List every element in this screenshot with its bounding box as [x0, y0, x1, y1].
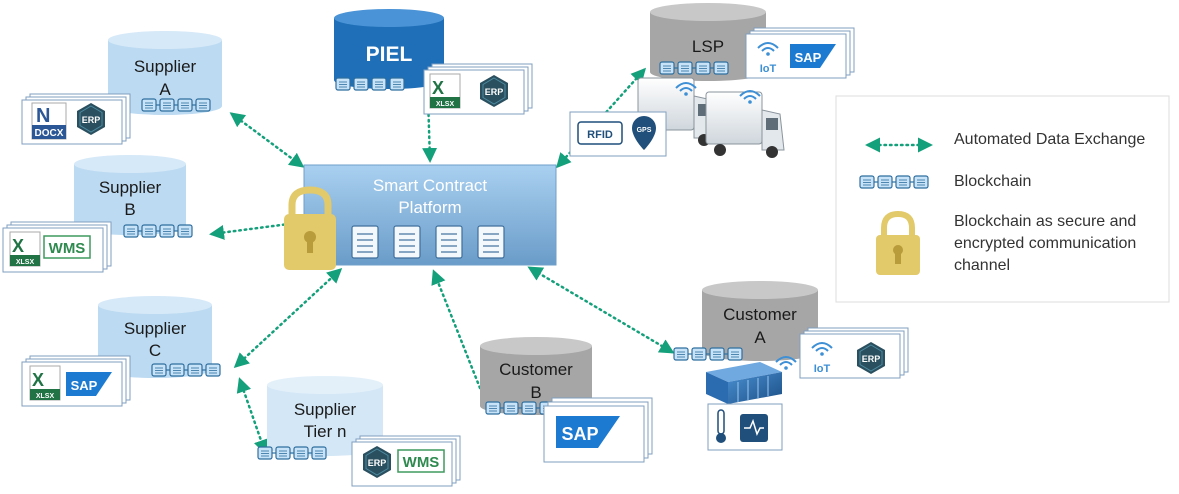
- xlsx-file-icon: X XLSX: [29, 365, 61, 401]
- xlsx-text: XLSX: [36, 393, 55, 400]
- erp-text: ERP: [368, 458, 387, 468]
- shipping-container-icon: [706, 356, 797, 404]
- node-lsp: LSP IoT SAP: [650, 3, 855, 81]
- legend-item-secure-channel: Blockchain as secure and encrypted commu…: [876, 210, 1136, 275]
- supplier-c-label-line1: Supplier: [124, 319, 187, 338]
- smart-contract-platform: Smart Contract Platform: [303, 164, 557, 266]
- sap-text: SAP: [561, 424, 598, 444]
- exchange-supplier-tier-n: [236, 377, 269, 455]
- exchange-supplier-a: [229, 112, 305, 168]
- rfid-text: RFID: [587, 129, 613, 141]
- customer-b-label-line2: B: [530, 383, 541, 402]
- contract-doc-icon: [351, 225, 379, 259]
- legend-item-data-exchange: Automated Data Exchange: [865, 131, 1145, 153]
- iot-icon: IoT: [757, 42, 779, 75]
- gps-text: GPS: [637, 127, 652, 134]
- wms-text: WMS: [49, 240, 86, 257]
- customer-b-label-line1: Customer: [499, 360, 573, 379]
- contract-doc-icon: [393, 225, 421, 259]
- xlsx-text: XLSX: [436, 101, 455, 108]
- lsp-label: LSP: [692, 37, 724, 56]
- wms-icon: WMS: [43, 235, 91, 259]
- legend-item-blockchain: Blockchain: [860, 173, 1031, 190]
- contract-doc-icon: [435, 225, 463, 259]
- node-customer-b: Customer B SAP: [480, 337, 653, 463]
- erp-icon: ERP: [479, 74, 509, 108]
- node-customer-a: Customer A IoT ERP: [674, 281, 909, 379]
- erp-icon: ERP: [76, 102, 106, 136]
- tracking-card: RFID GPS: [569, 111, 667, 157]
- legend-label-secure-line2: encrypted communication: [954, 235, 1136, 252]
- legend: Automated Data Exchange Blockchain Block…: [835, 95, 1170, 303]
- docx-text: DOCX: [35, 128, 64, 139]
- sensor-card: [707, 403, 783, 451]
- exchange-customer-a: [527, 266, 675, 354]
- legend-label-blockchain: Blockchain: [954, 173, 1031, 190]
- iot-text: IoT: [760, 63, 777, 75]
- padlock-icon: [876, 210, 920, 275]
- docx-file-icon: N DOCX: [31, 102, 67, 140]
- node-supplier-a: Supplier A N DOCX ERP: [21, 31, 222, 145]
- supplier-a-label-line2: A: [159, 80, 171, 99]
- thermometer-icon: [716, 409, 726, 443]
- rfid-icon: RFID: [577, 121, 623, 145]
- customer-a-label-line2: A: [754, 328, 766, 347]
- legend-label-secure-line1: Blockchain as secure and: [954, 213, 1136, 230]
- xlsx-text: XLSX: [16, 259, 35, 266]
- xlsx-file-icon: X XLSX: [9, 231, 41, 267]
- connections: [209, 67, 675, 455]
- gps-pin-icon: GPS: [632, 116, 656, 150]
- iot-icon: IoT: [811, 342, 833, 375]
- exchange-customer-b: [431, 269, 482, 390]
- xlsx-letter: X: [432, 78, 444, 98]
- xlsx-letter: X: [32, 370, 44, 390]
- erp-text: ERP: [82, 115, 101, 125]
- node-supplier-b: Supplier B X XLSX WMS: [2, 155, 192, 273]
- node-supplier-tier-n: Supplier Tier n ERP WMS: [258, 376, 461, 487]
- platform-title-line1: Smart Contract: [373, 176, 488, 195]
- contract-document-icons: [351, 225, 505, 259]
- erp-text: ERP: [485, 87, 504, 97]
- node-piel: PIEL X XLSX ERP: [334, 9, 533, 115]
- platform-title-line2: Platform: [398, 198, 461, 217]
- legend-label-secure-line3: channel: [954, 257, 1010, 274]
- supplier-a-label-line1: Supplier: [134, 57, 197, 76]
- sap-text: SAP: [71, 378, 98, 393]
- exchange-supplier-c: [233, 267, 343, 369]
- docx-letter: N: [36, 105, 50, 127]
- supplier-b-label-line2: B: [124, 200, 135, 219]
- legend-label-data-exchange: Automated Data Exchange: [954, 131, 1145, 148]
- customer-a-label-line1: Customer: [723, 305, 797, 324]
- exchange-lsp: [555, 67, 647, 169]
- iot-text: IoT: [814, 363, 831, 375]
- erp-icon: ERP: [362, 445, 392, 479]
- sap-text: SAP: [795, 50, 822, 65]
- chip-sensor-icon: [740, 414, 768, 442]
- xlsx-letter: X: [12, 236, 24, 256]
- supplier-c-label-line2: C: [149, 341, 161, 360]
- supplier-tier-n-label-line2: Tier n: [304, 422, 347, 441]
- contract-doc-icon: [477, 225, 505, 259]
- supplier-tier-n-label-line1: Supplier: [294, 400, 357, 419]
- sap-icon: SAP: [790, 44, 836, 68]
- truck-icon: [705, 90, 785, 158]
- piel-label: PIEL: [366, 43, 413, 66]
- wms-icon: WMS: [397, 449, 445, 473]
- xlsx-file-icon: X XLSX: [429, 73, 461, 109]
- wms-text: WMS: [403, 454, 440, 471]
- node-supplier-c: Supplier C X XLSX SAP: [21, 296, 220, 407]
- supplier-b-label-line1: Supplier: [99, 178, 162, 197]
- padlock-icon: [284, 186, 336, 270]
- sap-icon: SAP: [66, 372, 112, 396]
- erp-text: ERP: [862, 354, 881, 364]
- sap-icon: SAP: [556, 416, 620, 448]
- erp-icon: ERP: [856, 341, 886, 375]
